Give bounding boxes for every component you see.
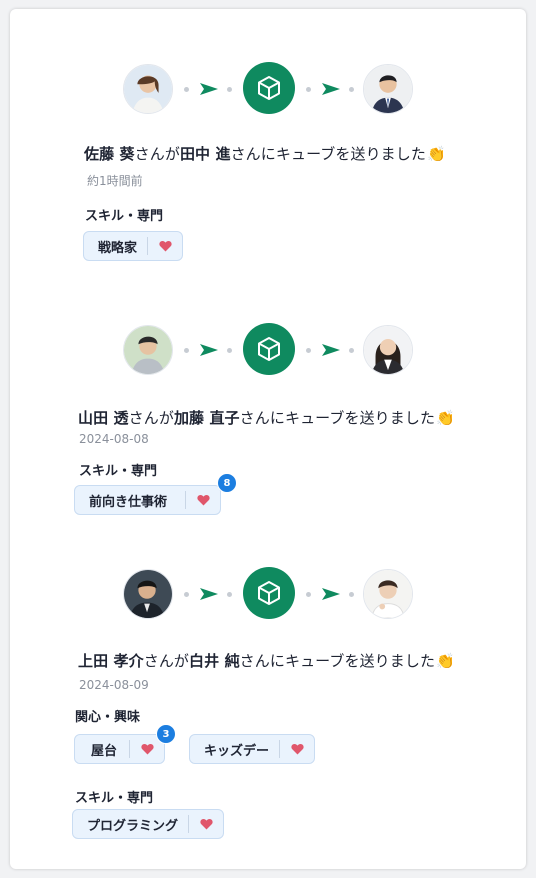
timestamp: 約1時間前: [87, 174, 143, 188]
flow-dot: [349, 348, 354, 353]
heart-icon[interactable]: [130, 743, 164, 755]
feed-message: 山田 透さんが加藤 直子さんにキューブを送りました👏: [78, 407, 455, 428]
message-text: さんにキューブを送りました: [239, 652, 436, 670]
divider: [129, 740, 131, 758]
sender-name[interactable]: 山田 透: [78, 409, 129, 427]
sender-avatar[interactable]: [123, 325, 173, 375]
flow-dot: [306, 348, 311, 353]
flow-dot: [349, 87, 354, 92]
message-text: さんにキューブを送りました: [230, 145, 426, 163]
message-text: さんが: [134, 145, 180, 163]
cube-icon: [243, 323, 295, 375]
heart-icon[interactable]: [189, 818, 223, 830]
section-title: スキル・専門: [75, 791, 154, 806]
tag-chip[interactable]: 屋台: [74, 734, 166, 764]
sender-avatar[interactable]: [123, 64, 173, 114]
tag-label: 屋台: [91, 743, 118, 759]
count-badge: 8: [217, 473, 237, 493]
receiver-avatar[interactable]: [363, 64, 413, 114]
arrow-right-icon: [200, 588, 218, 600]
flow-dot: [184, 592, 189, 597]
tag-chip[interactable]: 戦略家: [83, 231, 184, 261]
receiver-avatar[interactable]: [363, 325, 413, 375]
sender-name[interactable]: 佐藤 葵: [84, 145, 135, 163]
count-badge: 3: [156, 724, 176, 744]
cube-icon: [243, 62, 295, 114]
divider: [279, 740, 281, 758]
heart-icon[interactable]: [280, 743, 314, 755]
timestamp: 2024-08-08: [79, 432, 149, 446]
flow-dot: [306, 87, 311, 92]
flow-dot: [227, 348, 232, 353]
timestamp: 2024-08-09: [79, 678, 149, 692]
message-text: さんが: [128, 409, 174, 427]
message-text: さんが: [143, 652, 190, 670]
receiver-name[interactable]: 白井 純: [189, 652, 240, 670]
feed-message: 上田 孝介さんが白井 純さんにキューブを送りました👏: [78, 650, 455, 671]
flow-dot: [306, 592, 311, 597]
divider: [185, 491, 187, 509]
tag-label: 戦略家: [98, 240, 138, 256]
feed-message: 佐藤 葵さんが田中 進さんにキューブを送りました👏: [84, 143, 446, 164]
tag-chip[interactable]: キッズデー: [189, 734, 316, 764]
tag-label: キッズデー: [204, 743, 270, 759]
heart-icon[interactable]: [148, 240, 182, 252]
flow-dot: [184, 87, 189, 92]
receiver-avatar[interactable]: [363, 569, 413, 619]
feed-card: 佐藤 葵さんが田中 進さんにキューブを送りました👏 約1時間前 スキル・専門 戦…: [10, 9, 526, 869]
section-title: スキル・専門: [85, 209, 164, 224]
sender-avatar[interactable]: [123, 569, 173, 619]
tag-label: 前向き仕事術: [89, 494, 168, 510]
flow-dot: [227, 592, 232, 597]
arrow-right-icon: [200, 83, 218, 95]
arrow-right-icon: [322, 588, 340, 600]
section-title: 関心・興味: [75, 710, 141, 725]
arrow-right-icon: [200, 344, 218, 356]
arrow-right-icon: [322, 344, 340, 356]
sender-name[interactable]: 上田 孝介: [78, 652, 144, 670]
message-text: さんにキューブを送りました: [239, 409, 436, 427]
flow-dot: [349, 592, 354, 597]
section-title: スキル・専門: [79, 464, 158, 479]
divider: [188, 815, 190, 833]
receiver-name[interactable]: 加藤 直子: [173, 409, 240, 427]
tag-chip[interactable]: 前向き仕事術: [74, 485, 222, 515]
divider: [147, 237, 149, 255]
clapping-hands-icon: 👏: [426, 145, 446, 163]
flow-dot: [227, 87, 232, 92]
heart-icon[interactable]: [186, 494, 220, 506]
tag-chip[interactable]: プログラミング: [72, 809, 225, 839]
clapping-hands-icon: 👏: [436, 652, 455, 670]
flow-dot: [184, 348, 189, 353]
clapping-hands-icon: 👏: [436, 409, 455, 427]
cube-icon: [243, 567, 295, 619]
tag-label: プログラミング: [87, 818, 179, 834]
arrow-right-icon: [322, 83, 340, 95]
receiver-name[interactable]: 田中 進: [179, 145, 231, 163]
